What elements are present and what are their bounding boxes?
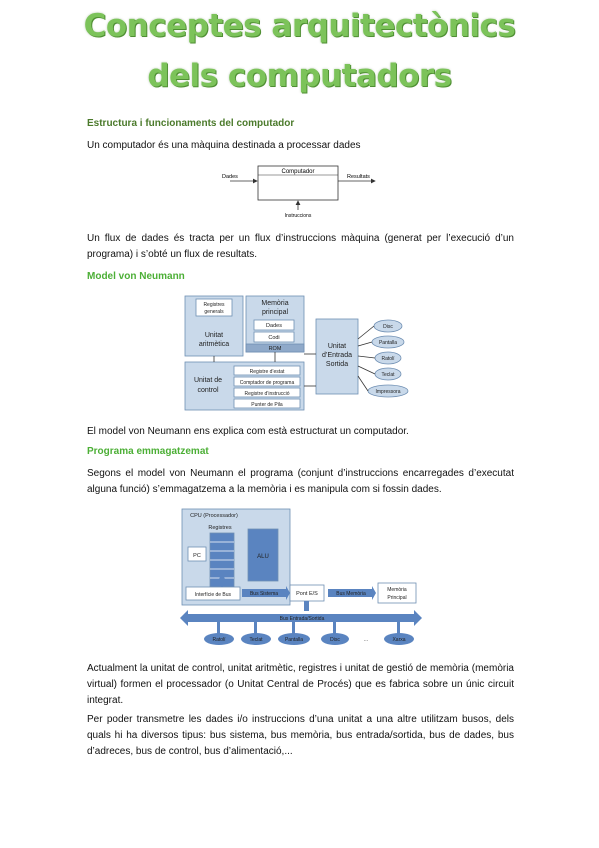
memory-item: ROM <box>269 346 282 352</box>
alu-box <box>247 528 279 582</box>
device-label: Ratolí <box>381 356 395 362</box>
main-memory-label: Principal <box>387 595 406 601</box>
device-label: Disc <box>383 324 393 330</box>
control-register: Punter de Pila <box>251 402 283 408</box>
control-register: Comptador de programa <box>240 380 295 386</box>
main-memory-box <box>377 582 417 604</box>
device-label: Impressora <box>375 389 400 395</box>
output-label: Resultats <box>347 174 370 180</box>
io-block <box>315 318 359 395</box>
pc-label: PC <box>193 553 201 559</box>
device-label: Disc <box>330 637 340 643</box>
io-label: Unitat <box>328 343 346 350</box>
control-register: Registre d’estat <box>250 369 285 375</box>
memory-title: principal <box>262 309 289 316</box>
bus-interface-box <box>185 586 241 601</box>
alu-label: aritmètica <box>199 341 229 348</box>
section-heading: Estructura i funcionaments del computado… <box>87 118 295 129</box>
control-register: Registre d’instrucció <box>244 391 289 397</box>
control-label: Unitat de <box>194 377 222 384</box>
memory-bus-label: Bus Memòria <box>336 591 366 597</box>
input-label: Dades <box>222 174 238 180</box>
registers-label: generals <box>204 309 224 315</box>
bridge-label: Pont E/S <box>296 591 318 597</box>
memory-title: Memòria <box>261 300 288 307</box>
paragraph: Un flux de dades és tracta per un flux d… <box>87 233 514 260</box>
paragraph: El model von Neumann ens explica com est… <box>87 426 409 437</box>
registers-label: Registres <box>208 525 231 531</box>
section-heading: Model von Neumann <box>87 271 185 282</box>
device-label: Ratolí <box>212 637 226 643</box>
paragraph: Segons el model von Neumann el programa … <box>87 468 514 495</box>
device-label: Teclat <box>381 372 395 378</box>
io-label: d’Entrada <box>322 352 352 359</box>
alu-label: ALU <box>257 554 269 560</box>
section-heading: Programa emmagatzemat <box>87 446 209 457</box>
alu-label: Unitat <box>205 332 223 339</box>
control-label: Instruccions <box>285 213 312 219</box>
registers-box <box>195 298 233 317</box>
memory-item: Codi <box>268 335 279 341</box>
device-label: Pantalla <box>379 340 397 346</box>
cpu-label: CPU (Processador) <box>190 513 238 519</box>
io-bus-label: Bus Entrada/Sortida <box>280 616 325 622</box>
page-title: Conceptes arquitectònics <box>83 8 516 44</box>
page-title-line2: dels computadors <box>147 58 452 94</box>
computer-io-diagram: Computador Dades Resultats Instruccions <box>222 165 376 219</box>
main-memory-label: Memòria <box>387 587 407 593</box>
bus-diagram: CPU (Processador) Registres PC ALU Inter… <box>180 508 422 645</box>
memory-item: Dades <box>266 323 282 329</box>
paragraph: Un computador és una màquina destinada a… <box>87 140 361 151</box>
bus-interface-label: Interfície de Bus <box>195 592 232 598</box>
computer-label: Computador <box>281 169 314 175</box>
device-label: ... <box>364 637 368 643</box>
computer-box <box>257 165 339 201</box>
von-neumann-diagram: Registres generals Unitat aritmètica Mem… <box>184 295 409 411</box>
device-label: Teclat <box>249 637 263 643</box>
device-label: Pantalla <box>285 637 303 643</box>
system-bus-label: Bus Sistema <box>250 591 278 597</box>
paragraph: Actualment la unitat de control, unitat … <box>87 663 514 706</box>
io-label: Sortida <box>326 361 348 368</box>
registers-label: Registres <box>203 302 225 308</box>
paragraph: Per poder transmetre les dades i/o instr… <box>87 714 514 757</box>
device-label: Xarxa <box>392 637 405 643</box>
control-label: control <box>197 387 218 394</box>
